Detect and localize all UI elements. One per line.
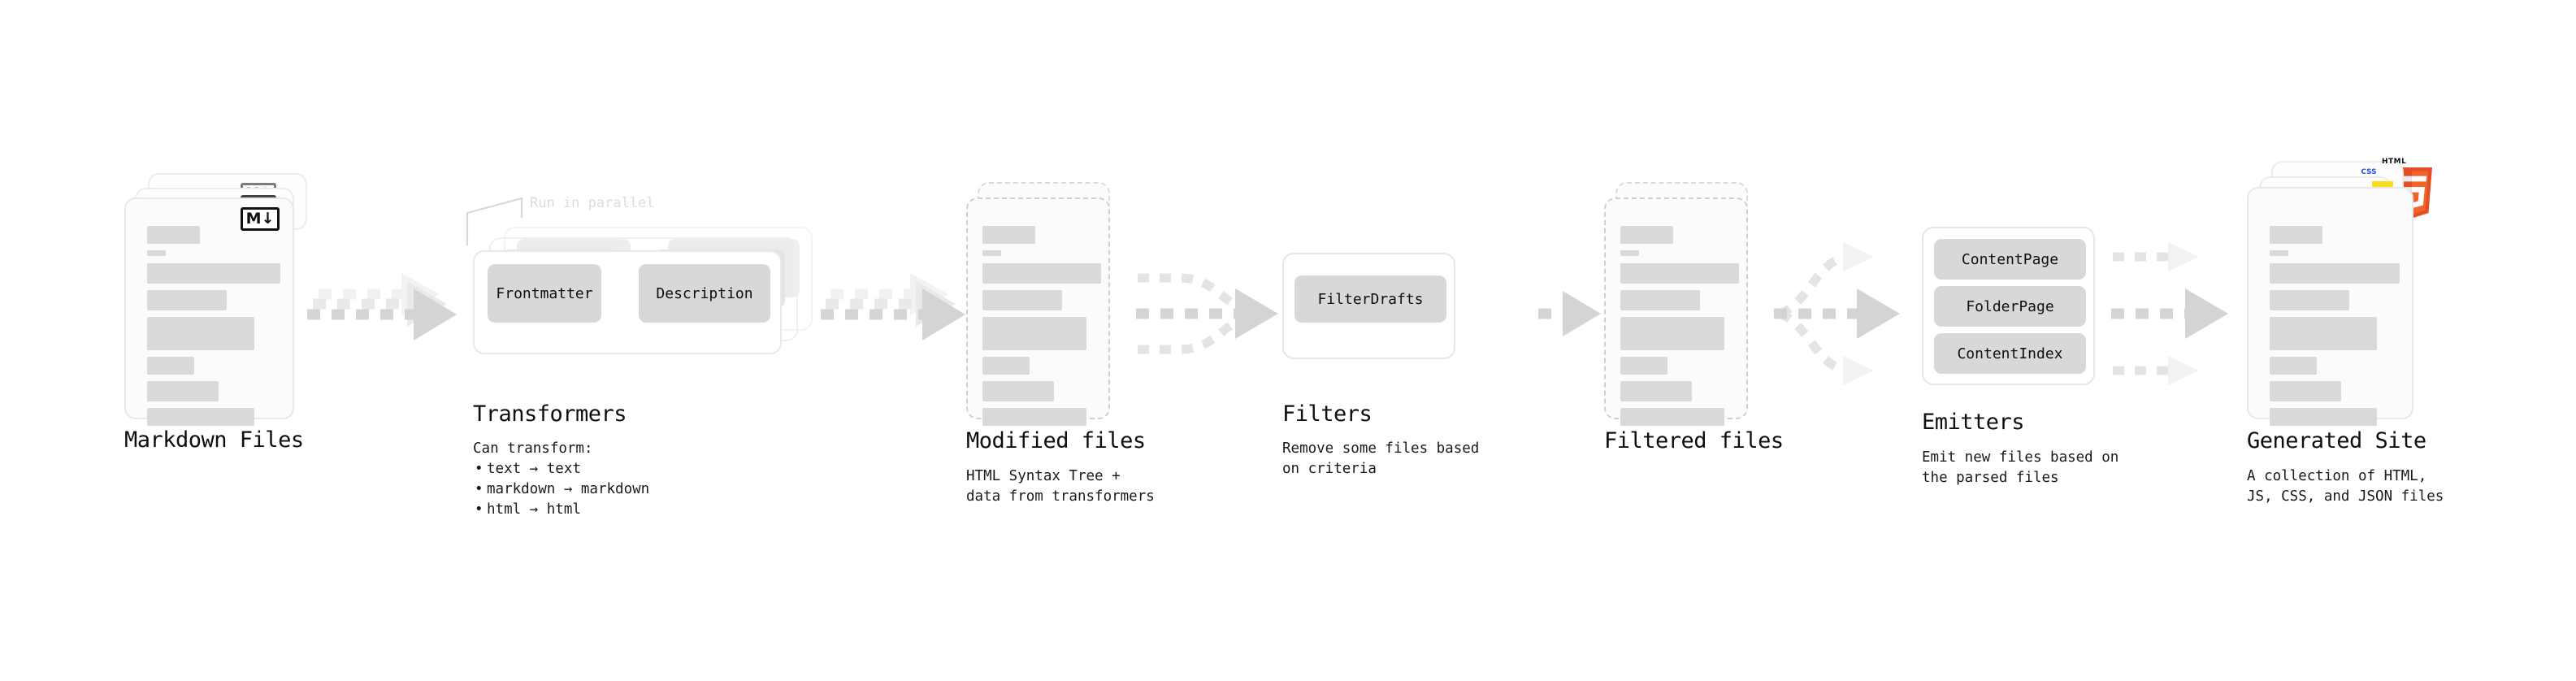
doc-placeholder-line (2270, 250, 2288, 256)
list-item: text → text (475, 459, 649, 479)
stage-title-filters: Filters (1282, 401, 1373, 427)
doc-placeholder-line (147, 381, 219, 401)
connector-filters-to-filtered (1538, 291, 1601, 336)
stage-title-markdown-files: Markdown Files (124, 427, 304, 453)
connector-emitters-to-site (2111, 242, 2228, 385)
doc-placeholder-line (2270, 317, 2377, 350)
doc-placeholder-line (147, 317, 254, 350)
stage-subtitle-transformers: Can transform: (473, 440, 593, 457)
doc-placeholder-line (147, 290, 227, 310)
transformers-box: Frontmatter Description (473, 250, 782, 354)
emitter-node-contentindex[interactable]: ContentIndex (1934, 333, 2086, 374)
doc-placeholder-line (982, 263, 1101, 284)
doc-placeholder-line (147, 408, 254, 426)
stage-title-emitters: Emitters (1922, 410, 2025, 435)
doc-placeholder-line (147, 226, 200, 244)
doc-placeholder-line (1620, 250, 1639, 256)
connector-markdown-to-transformers (307, 273, 457, 340)
list-item: html → html (475, 500, 649, 520)
doc-placeholder-line (2270, 408, 2377, 426)
stage-subtitle-emitters: Emit new files based on the parsed files (1922, 449, 2119, 486)
doc-placeholder-line (2270, 263, 2400, 284)
doc-placeholder-line (982, 408, 1086, 426)
doc-placeholder-line (147, 250, 166, 256)
stage-subtitle-modified-files: HTML Syntax Tree + data from transformer… (966, 468, 1155, 505)
list-item: markdown → markdown (475, 479, 649, 500)
transformer-node-frontmatter[interactable]: Frontmatter (488, 264, 601, 323)
run-in-parallel-label: Run in parallel (530, 195, 655, 211)
doc-placeholder-line (2270, 357, 2317, 375)
doc-placeholder-line (1620, 408, 1724, 426)
stage-subtitle-generated-site: A collection of HTML, JS, CSS, and JSON … (2247, 468, 2444, 505)
generated-file-html (2247, 187, 2413, 426)
doc-placeholder-line (1620, 357, 1667, 375)
filtered-file-front (1604, 197, 1748, 426)
emitter-node-contentpage[interactable]: ContentPage (1934, 239, 2086, 280)
doc-placeholder-line (2270, 226, 2322, 244)
markdown-file-front (124, 197, 294, 426)
doc-placeholder-line (1620, 226, 1673, 244)
stage-title-filtered-files: Filtered files (1604, 428, 1784, 453)
doc-placeholder-line (1620, 381, 1692, 401)
doc-placeholder-line (147, 263, 280, 284)
doc-placeholder-line (982, 317, 1086, 350)
doc-placeholder-line (1620, 317, 1724, 350)
filters-box: FilterDrafts (1282, 253, 1455, 359)
transformers-capability-list: text → text markdown → markdown html → h… (473, 459, 649, 520)
doc-placeholder-line (982, 290, 1062, 310)
stage-title-modified-files: Modified files (966, 428, 1146, 453)
connector-transformers-to-modified (821, 273, 965, 340)
connector-filtered-to-emitters (1774, 242, 1900, 385)
doc-placeholder-line (1620, 290, 1700, 310)
css-badge-label: CSS (2361, 168, 2377, 176)
transformer-node-description[interactable]: Description (639, 264, 770, 323)
doc-placeholder-line (982, 250, 1001, 256)
emitters-box: ContentPage FolderPage ContentIndex (1922, 227, 2095, 385)
doc-placeholder-line (2270, 290, 2349, 310)
doc-placeholder-line (147, 357, 194, 375)
markdown-badge: M↓ (241, 207, 280, 231)
connector-modified-to-filters (1136, 273, 1278, 354)
doc-placeholder-line (982, 226, 1035, 244)
stage-subtitle-filters: Remove some files based on criteria (1282, 440, 1480, 477)
doc-placeholder-line (2270, 381, 2341, 401)
stage-title-generated-site: Generated Site (2247, 428, 2426, 453)
html5-badge-label: HTML (2382, 158, 2407, 166)
filter-node-filterdrafts[interactable]: FilterDrafts (1295, 275, 1446, 323)
modified-file-front (966, 197, 1110, 426)
doc-placeholder-line (982, 381, 1054, 401)
doc-placeholder-line (1620, 263, 1739, 284)
doc-placeholder-line (982, 357, 1030, 375)
stage-title-transformers: Transformers (473, 401, 627, 427)
emitter-node-folderpage[interactable]: FolderPage (1934, 286, 2086, 327)
